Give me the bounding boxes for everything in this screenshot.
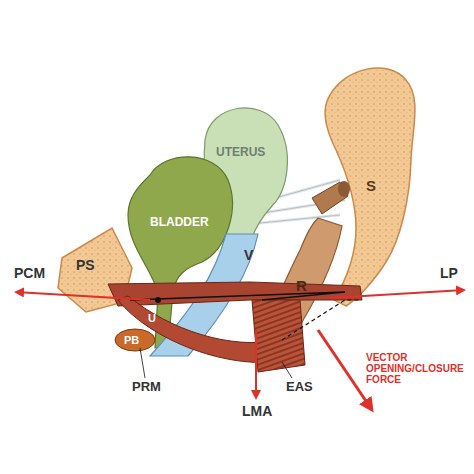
vector-point <box>155 297 161 303</box>
anatomy-label: LMA <box>242 404 272 419</box>
leader-line <box>140 348 145 378</box>
anatomy-label: VECTOR OPENING/CLOSURE FORCE <box>366 352 474 385</box>
anatomy-label: PB <box>124 334 139 346</box>
anatomy-label: U <box>148 312 156 324</box>
leader-line <box>282 362 292 378</box>
anatomy-label: BLADDER <box>150 216 209 229</box>
colon <box>338 181 350 197</box>
lp-force-arrow <box>330 290 464 298</box>
levator-plate <box>108 282 362 306</box>
anatomy-label: V <box>244 248 253 263</box>
lma-force-arrow <box>255 330 257 398</box>
perineal-body <box>115 329 155 351</box>
anatomy-label: PRM <box>132 380 161 394</box>
anatomy-label: UTERUS <box>216 146 265 159</box>
anatomy-label: PCM <box>14 266 45 281</box>
anatomy-label: PS <box>76 258 95 273</box>
external-anal-sphincter <box>252 300 305 372</box>
vector-force-arrow <box>318 330 372 410</box>
sacrum <box>325 68 415 306</box>
anatomy-label: LP <box>440 266 458 281</box>
vector-line <box>130 292 345 300</box>
anatomy-label: EAS <box>286 380 313 394</box>
anatomy-label: R <box>296 278 307 295</box>
pcm-force-arrow <box>16 292 150 300</box>
anatomy-label: S <box>366 178 376 195</box>
